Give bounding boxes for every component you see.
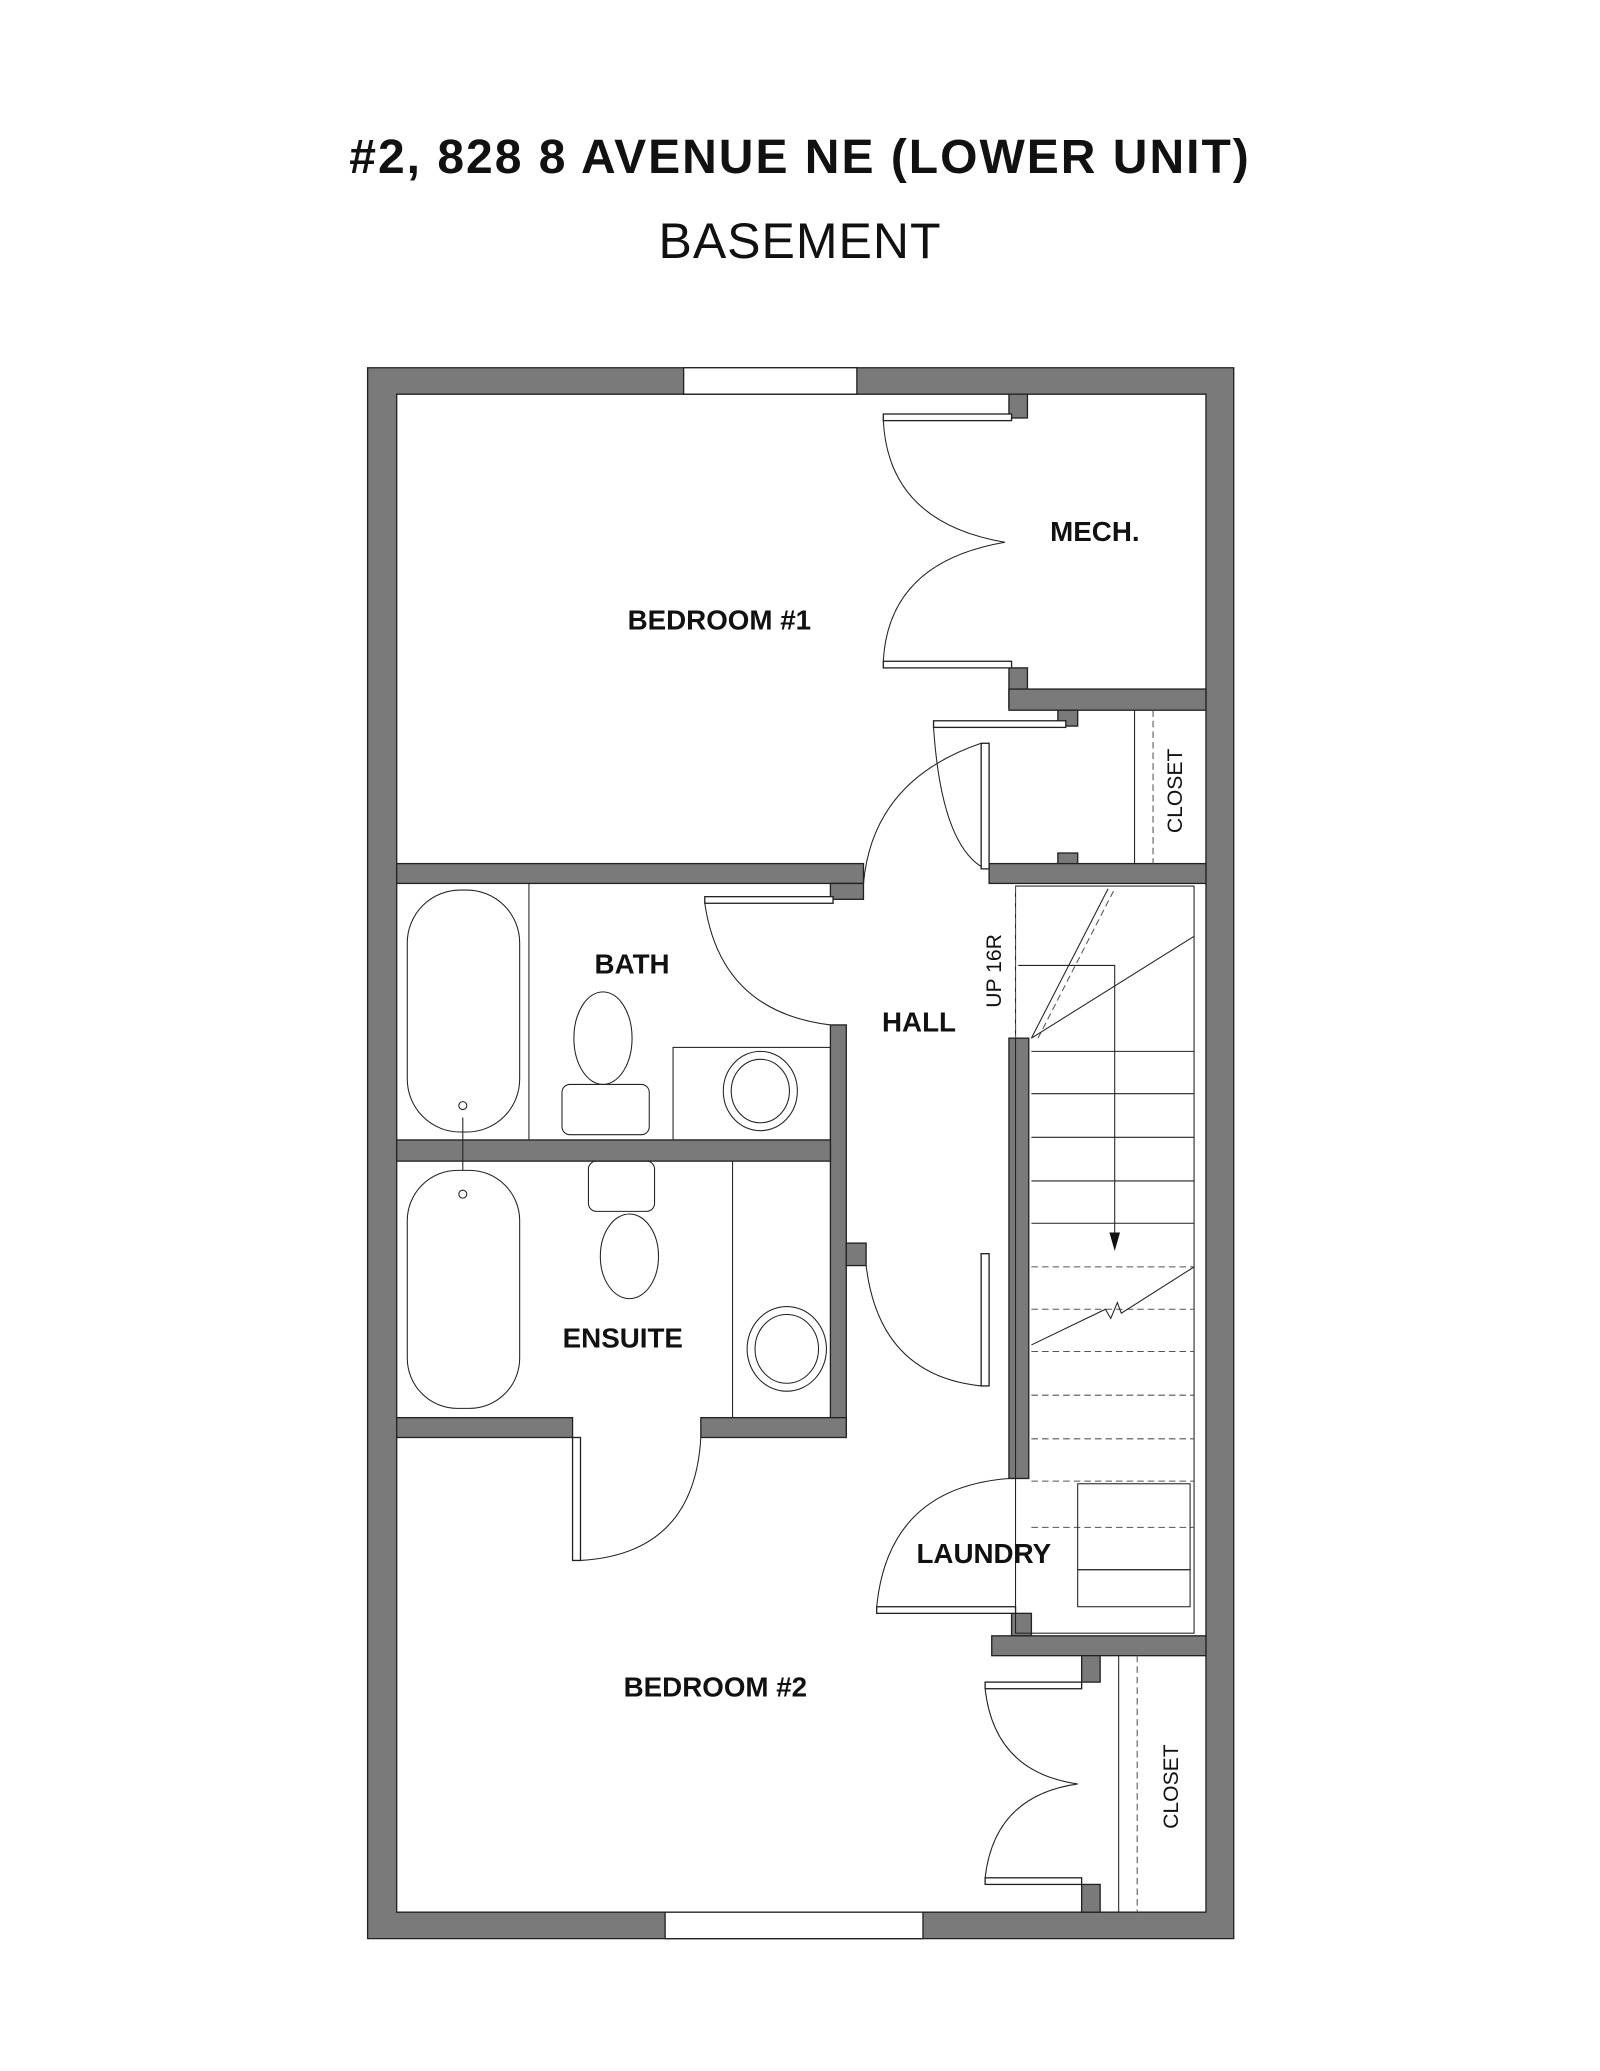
bathtub [406, 1169, 521, 1409]
room-label-ensuite: ENSUITE [563, 1323, 683, 1354]
room-label-bedroom-1: BEDROOM #1 [628, 605, 812, 636]
arrow-down-icon [1109, 1232, 1120, 1252]
bathtub [406, 889, 521, 1133]
room-label-laundry: LAUNDRY [916, 1538, 1051, 1569]
room-label-hall: HALL [882, 1007, 956, 1038]
closet-rods [1118, 710, 1154, 1913]
laundry-appliances [1077, 1483, 1191, 1608]
bath-fixtures [406, 883, 831, 1141]
window-bottom [664, 1911, 924, 1940]
toilet [573, 991, 633, 1085]
staircase: UP 16R [983, 885, 1195, 1634]
room-label-bath: BATH [595, 948, 670, 979]
plan-title: #2, 828 8 AVENUE NE (LOWER UNIT) [349, 131, 1251, 184]
window-top [682, 367, 858, 395]
ensuite-fixtures [406, 1139, 827, 1418]
floor-subtitle: BASEMENT [658, 213, 942, 269]
interior-walls [396, 393, 1207, 1913]
sink [722, 1050, 798, 1132]
room-label-bedroom-2: BEDROOM #2 [624, 1672, 808, 1703]
room-label-mech: MECH. [1050, 516, 1139, 547]
sink [746, 1306, 827, 1392]
room-label-closet-bottom: CLOSET [1160, 1744, 1183, 1829]
exterior-walls [366, 367, 1235, 1940]
room-label-closet-top: CLOSET [1164, 749, 1187, 834]
toilet [599, 1213, 660, 1300]
stairs-label: UP 16R [983, 934, 1006, 1008]
doors [571, 413, 1083, 1886]
